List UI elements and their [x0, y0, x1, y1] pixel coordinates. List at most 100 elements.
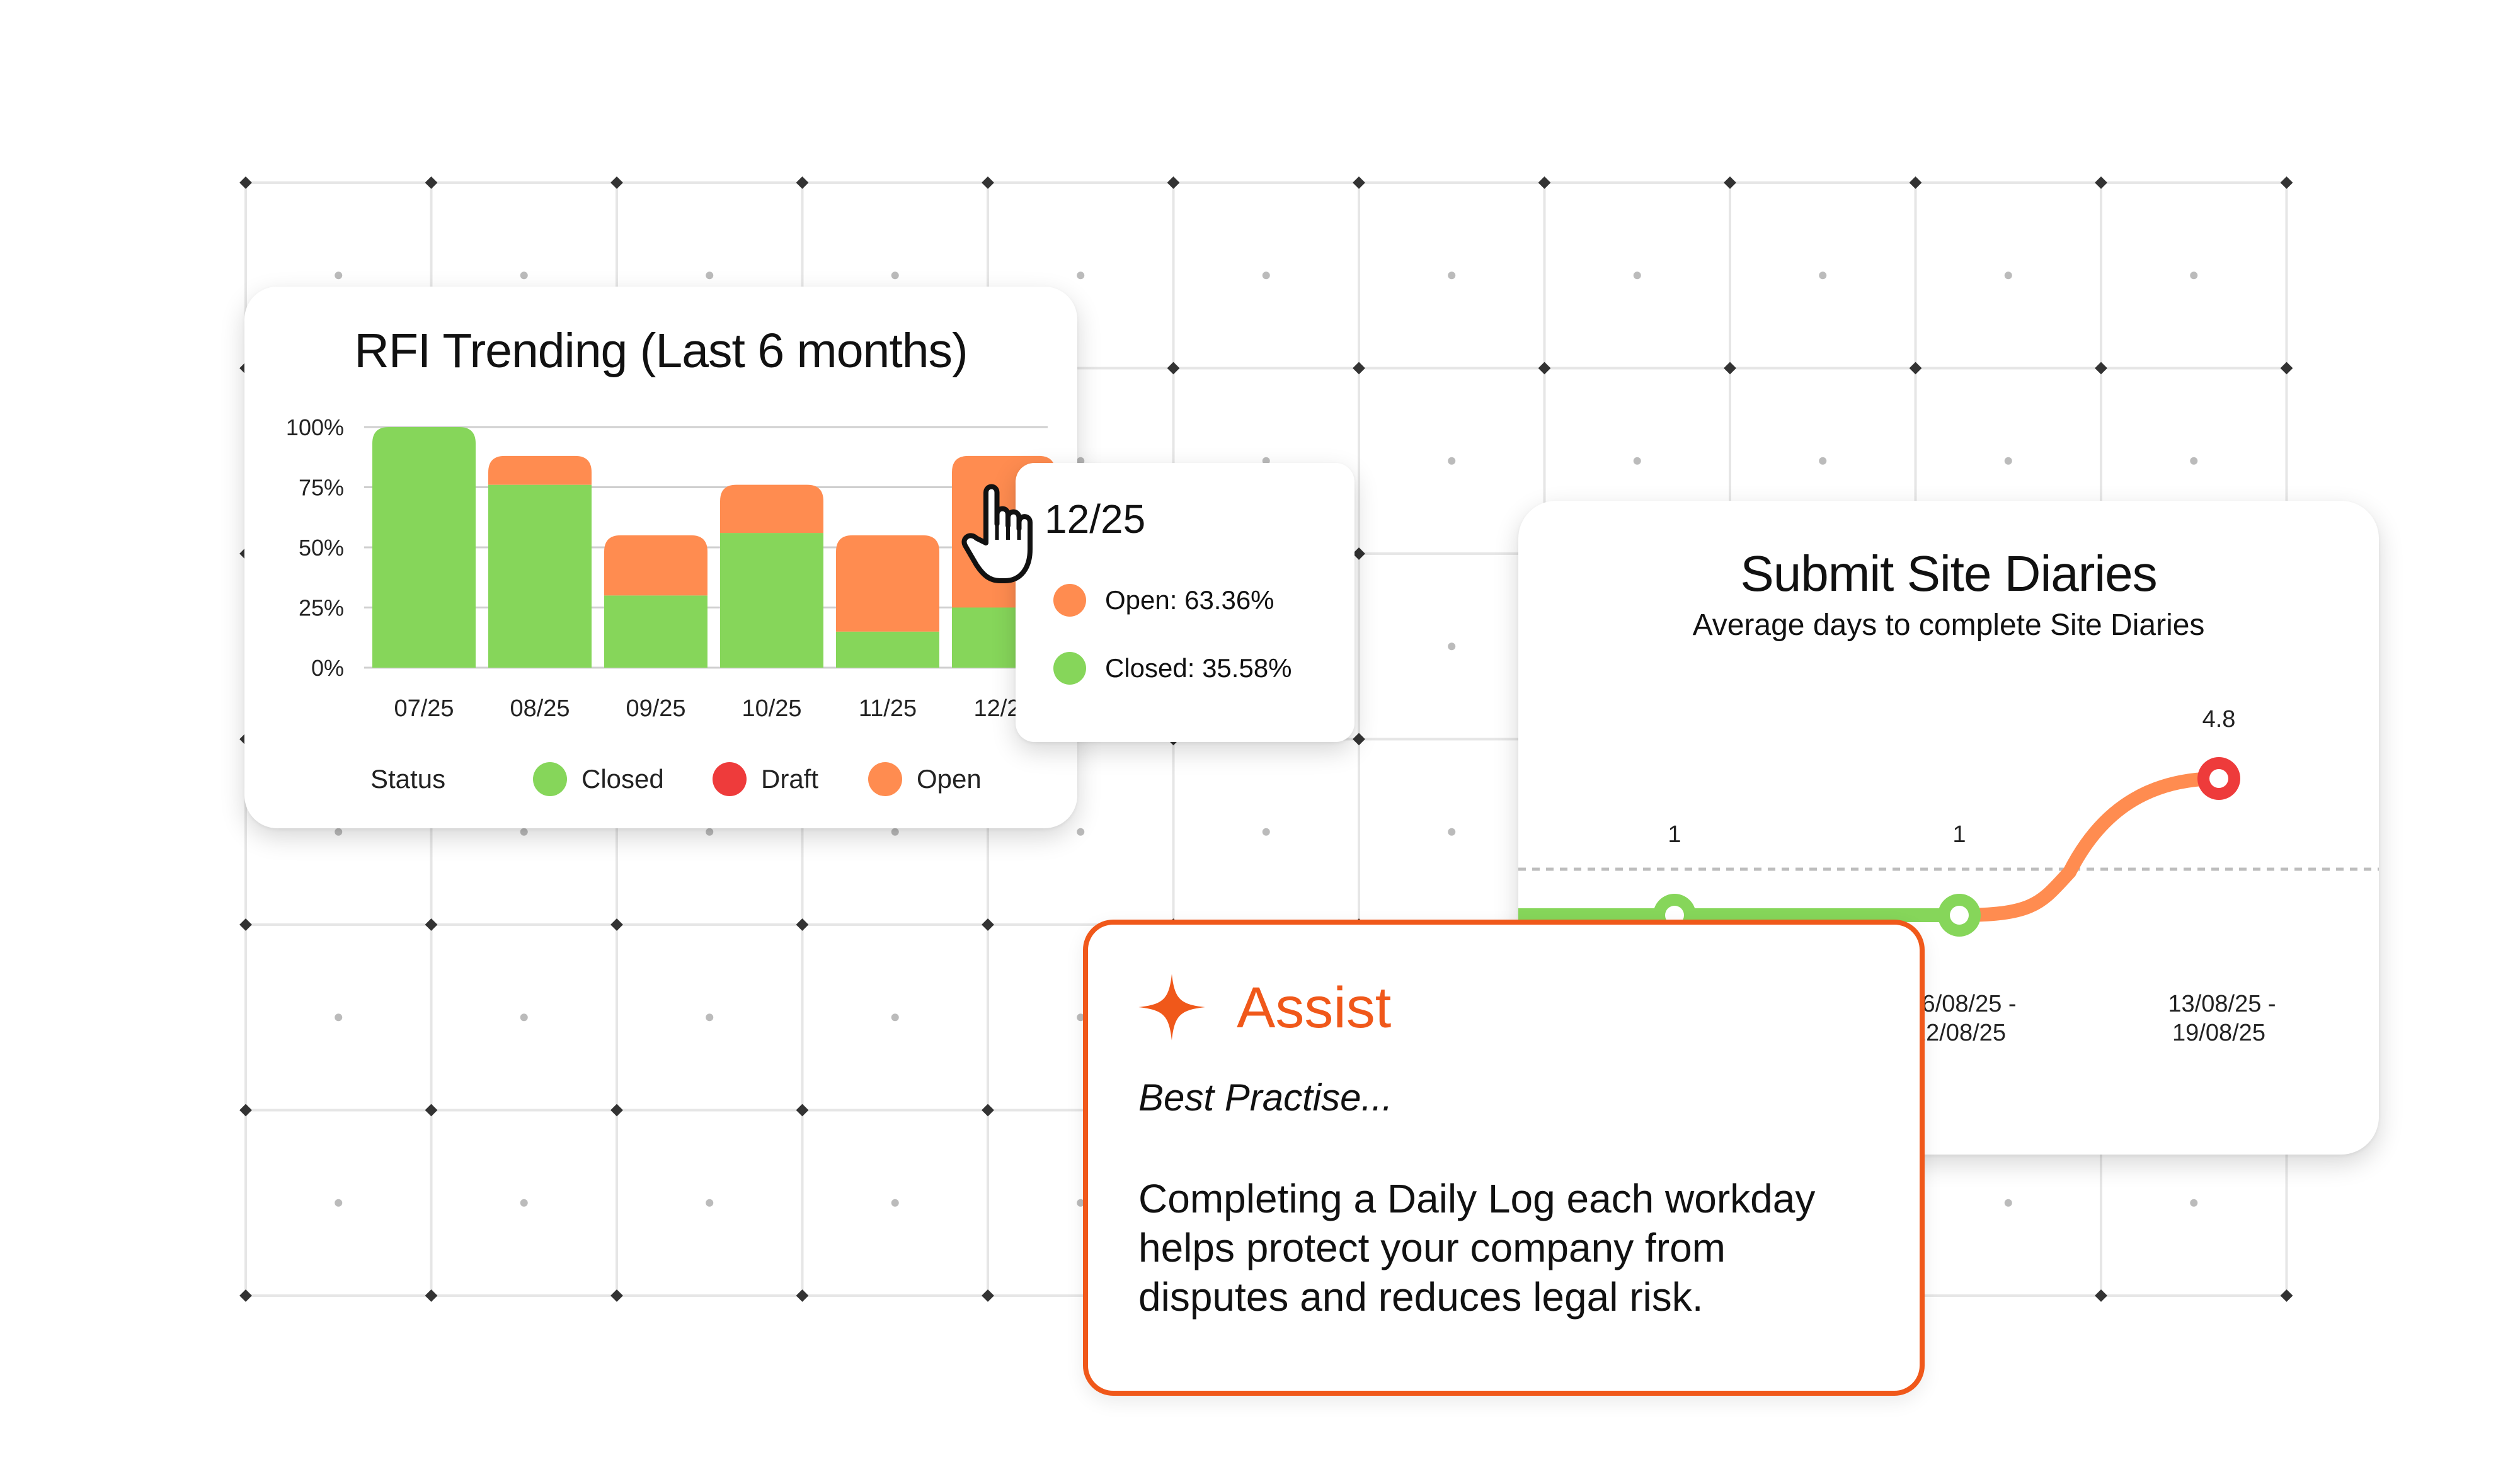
grid-dot	[1448, 271, 1456, 280]
grid-node	[1538, 176, 1551, 189]
y-tick-label: 0%	[311, 655, 344, 681]
grid-node	[796, 176, 809, 189]
legend-closed-label: Closed	[581, 764, 664, 794]
grid-node	[1353, 547, 1365, 560]
x-tick-label-2: 06/08/25 -	[1908, 991, 2016, 1017]
bar-open-11/25	[836, 535, 939, 632]
grid-dot	[1077, 271, 1085, 280]
x-tick-label: 10/25	[742, 695, 801, 722]
grid-dot	[1819, 457, 1827, 465]
x-tick-label-3: 19/08/25	[2172, 1020, 2265, 1046]
grid-dot	[1448, 642, 1456, 651]
grid-node	[2095, 176, 2107, 189]
grid-dot	[1633, 271, 1641, 280]
grid-dot	[2004, 457, 2012, 465]
assist-title: Assist	[1237, 976, 1392, 1040]
grid-dot	[1448, 828, 1456, 836]
grid-node	[1167, 362, 1180, 375]
legend-closed-dot	[533, 762, 567, 796]
grid-dot	[706, 271, 714, 280]
legend-open-dot	[868, 762, 902, 796]
grid-node	[610, 176, 623, 189]
grid-node	[610, 1104, 623, 1117]
tooltip-title: 12/25	[1045, 496, 1146, 542]
legend-open-label: Open	[917, 764, 982, 794]
tooltip-open-label: Open: 63.36%	[1105, 585, 1274, 615]
bar-closed-07/25	[372, 427, 476, 668]
bar-closed-10/25	[720, 533, 823, 668]
x-tick-label: 11/25	[859, 695, 917, 722]
value-label-1: 1	[1668, 821, 1681, 848]
grid-dot	[1077, 1199, 1085, 1207]
data-point-center-3	[2209, 769, 2228, 788]
bar-closed-11/25	[836, 631, 939, 668]
data-point-center-2	[1950, 906, 1969, 925]
grid-dot	[1262, 828, 1270, 836]
grid-dot	[1262, 271, 1270, 280]
grid-node	[1909, 176, 1922, 189]
grid-dot	[335, 828, 343, 836]
grid-node	[2280, 1289, 2293, 1302]
grid-dot	[1077, 828, 1085, 836]
grid-dot	[706, 1013, 714, 1022]
tooltip-row-open: Open: 63.36%	[1053, 584, 1274, 617]
grid-dot	[1262, 457, 1270, 465]
bar-open-09/25	[604, 535, 707, 596]
grid-dot	[1448, 457, 1456, 465]
y-tick-label: 50%	[299, 535, 344, 561]
grid-dot	[2190, 457, 2198, 465]
x-tick-label: 09/25	[626, 695, 685, 722]
grid-node	[425, 176, 438, 189]
grid-node	[1353, 733, 1365, 746]
grid-node	[425, 918, 438, 931]
rfi-trending-card: RFI Trending (Last 6 months) 0%25%50%75%…	[244, 287, 1077, 828]
assist-card: Assist Best Practise... Completing a Dai…	[1083, 920, 1925, 1396]
chart-tooltip: 12/25 Open: 63.36% Closed: 35.58%	[1016, 463, 1354, 742]
sparkle-icon	[1138, 974, 1205, 1041]
closed-dot-icon	[1053, 652, 1086, 685]
grid-node	[1724, 176, 1736, 189]
grid-node	[2095, 362, 2107, 375]
grid-node	[1353, 362, 1365, 375]
x-tick-label: 08/25	[510, 695, 570, 722]
grid-dot	[891, 828, 899, 836]
grid-node	[2280, 176, 2293, 189]
value-label-3: 4.8	[2202, 706, 2236, 733]
grid-node	[239, 918, 252, 931]
grid-dot	[2190, 271, 2198, 280]
site-diaries-subtitle: Average days to complete Site Diaries	[1692, 608, 2205, 642]
grid-node	[239, 176, 252, 189]
bar-open-10/25	[720, 484, 823, 533]
tooltip-closed-label: Closed: 35.58%	[1105, 653, 1292, 683]
assist-body-text: Completing a Daily Log each workday help…	[1138, 1176, 1816, 1320]
grid-node	[2280, 362, 2293, 375]
grid-dot	[520, 1013, 528, 1022]
grid-node	[239, 1104, 252, 1117]
tooltip-row-closed: Closed: 35.58%	[1053, 652, 1292, 685]
bar-closed-08/25	[488, 484, 592, 668]
y-tick-label: 100%	[286, 414, 344, 440]
grid-node	[610, 1289, 623, 1302]
grid-node	[1724, 362, 1736, 375]
grid-node	[425, 1104, 438, 1117]
open-dot-icon	[1053, 584, 1086, 617]
x-tick-label: 07/25	[394, 695, 454, 722]
grid-node	[1353, 176, 1365, 189]
value-label-2: 1	[1952, 821, 1966, 848]
grid-node	[982, 1104, 994, 1117]
legend-draft-label: Draft	[761, 764, 818, 794]
bar-open-08/25	[488, 455, 592, 485]
grid-dot	[706, 828, 714, 836]
grid-dot	[891, 1013, 899, 1022]
rfi-chart-title: RFI Trending (Last 6 months)	[354, 324, 968, 378]
grid-node	[796, 918, 809, 931]
grid-dot	[520, 1199, 528, 1207]
legend-draft-dot	[713, 762, 747, 796]
grid-node	[796, 1289, 809, 1302]
line-segment-orange	[1952, 772, 2226, 922]
site-diaries-title: Submit Site Diaries	[1740, 545, 2157, 602]
grid-node	[425, 1289, 438, 1302]
grid-dot	[2004, 271, 2012, 280]
grid-dot	[335, 271, 343, 280]
